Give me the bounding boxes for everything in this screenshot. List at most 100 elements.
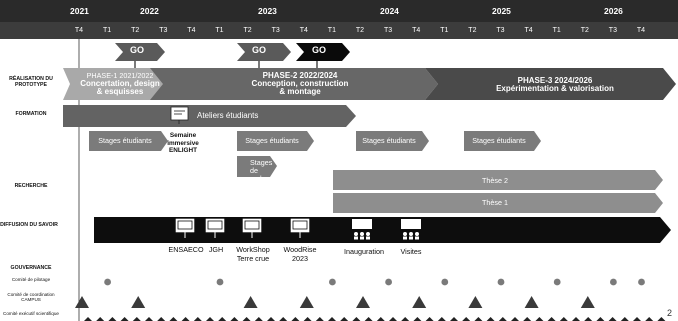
event-visites: Visites bbox=[394, 247, 428, 257]
scientifique-marker bbox=[96, 317, 105, 321]
event-label: JGH bbox=[208, 245, 224, 254]
scientifique-marker bbox=[206, 317, 214, 321]
go-marker bbox=[296, 43, 350, 61]
quarter-label: T3 bbox=[271, 27, 280, 34]
coordination-triangle bbox=[356, 296, 370, 308]
event-jgh: JGH bbox=[203, 245, 229, 255]
go-marker bbox=[115, 43, 165, 61]
event-label: Terre crue bbox=[236, 253, 270, 263]
phase-3-label: PHASE-3 2024/2026 Expérimentation & valo… bbox=[480, 77, 630, 93]
scientifique-marker bbox=[425, 317, 434, 321]
row-label-gouvernance: GOUVERNANCE bbox=[10, 265, 52, 271]
stages-recherche-line: Stages de bbox=[250, 158, 273, 175]
coordination-triangle bbox=[524, 296, 539, 308]
these-1-arrow bbox=[333, 193, 663, 213]
formation-bar bbox=[63, 105, 356, 127]
quarter-label: T3 bbox=[608, 27, 617, 34]
semaine-line: Semaine bbox=[169, 132, 197, 139]
year-label: 2022 bbox=[140, 6, 159, 16]
row-label-realisation: RÉALISATION DU PROTOTYPE bbox=[9, 76, 53, 88]
phase-1-desc2: & esquisses bbox=[96, 87, 144, 96]
phase-3-title: PHASE-3 2024/2026 bbox=[517, 76, 593, 85]
quarter-label: T4 bbox=[412, 27, 421, 34]
pilotage-dot bbox=[216, 278, 224, 286]
quarter-label: T4 bbox=[187, 27, 196, 34]
phase-2-label: PHASE-2 2022/2024 Conception, constructi… bbox=[240, 72, 360, 96]
scientifique-marker bbox=[584, 317, 593, 321]
people-icon-head bbox=[415, 232, 419, 236]
coordination-triangle bbox=[412, 296, 427, 308]
go-marker-label: GO bbox=[311, 45, 326, 55]
scientifique-marker bbox=[145, 317, 153, 321]
scientifique-marker bbox=[303, 317, 312, 321]
quarter-label: T1 bbox=[215, 27, 224, 34]
board-icon bbox=[352, 219, 372, 229]
scientifique-marker bbox=[572, 317, 580, 321]
quarter-label: T4 bbox=[524, 27, 533, 34]
quarter-label: T1 bbox=[552, 27, 561, 34]
phase-2-desc2: & montage bbox=[279, 87, 321, 96]
scientifique-marker bbox=[450, 317, 458, 321]
scientifique-marker bbox=[535, 317, 544, 321]
ateliers-label: Ateliers étudiants bbox=[197, 111, 259, 120]
scientifique-marker bbox=[132, 317, 141, 321]
semaine-line: ENLIGHT bbox=[168, 147, 198, 155]
event-woodrise: WoodRise 2023 bbox=[278, 245, 322, 263]
scientifique-marker bbox=[352, 317, 361, 321]
event-label: Inauguration bbox=[344, 247, 384, 256]
event-label: WoodRise bbox=[283, 245, 317, 254]
quarter-label: T2 bbox=[243, 27, 252, 34]
go-marker-label: GO bbox=[129, 45, 144, 55]
phase-1-title: PHASE-1 2021/2022 bbox=[86, 71, 154, 80]
scientifique-marker bbox=[193, 317, 202, 321]
row-label-scientifique: Comité exécutif scientifique bbox=[3, 311, 59, 316]
scientifique-marker bbox=[267, 317, 275, 321]
stage-arrow bbox=[356, 131, 429, 151]
phase-3-arrow bbox=[425, 68, 676, 100]
these-2-label: Thèse 2 bbox=[482, 176, 508, 185]
scientifique-marker bbox=[376, 317, 385, 321]
phase-2-arrow bbox=[150, 68, 438, 100]
quarter-label: T2 bbox=[131, 27, 140, 34]
scientifique-marker bbox=[413, 317, 422, 321]
coordination-triangle bbox=[468, 296, 483, 308]
board-icon bbox=[401, 219, 421, 229]
stage-label: Stages étudiants bbox=[245, 136, 299, 145]
scientifique-marker bbox=[340, 317, 349, 321]
event-ensaeco: ENSAECO bbox=[163, 245, 209, 255]
scientifique-marker bbox=[389, 317, 397, 321]
scientifique-marker bbox=[242, 317, 251, 321]
people-icon-head bbox=[354, 232, 358, 236]
scientifique-marker bbox=[486, 317, 495, 321]
diffusion-bar bbox=[94, 217, 671, 243]
phase-1-desc: Concertation, design bbox=[80, 79, 160, 88]
coordination-triangle bbox=[299, 296, 314, 308]
people-icon-head bbox=[403, 232, 407, 236]
scientifique-marker bbox=[620, 317, 629, 321]
stage-arrow bbox=[89, 131, 168, 151]
year-label: 2026 bbox=[604, 6, 623, 16]
presentation-icon-frame bbox=[177, 220, 193, 230]
phase-2-desc: Conception, construction bbox=[251, 79, 349, 88]
scientifique-marker bbox=[84, 317, 92, 321]
scientifique-marker bbox=[596, 317, 605, 321]
scientifique-marker bbox=[523, 317, 532, 321]
scientifique-marker bbox=[498, 317, 507, 321]
coordination-triangle bbox=[243, 296, 258, 308]
scientifique-marker bbox=[462, 317, 471, 321]
year-label: 2025 bbox=[492, 6, 511, 16]
scientifique-marker bbox=[291, 317, 300, 321]
pilotage-dot bbox=[329, 278, 336, 286]
quarter-label: T1 bbox=[440, 27, 449, 34]
year-header-bar bbox=[0, 0, 678, 22]
phase-3-desc: Expérimentation & valorisation bbox=[496, 84, 614, 93]
scientifique-marker bbox=[474, 317, 483, 321]
row-label-recherche: RECHERCHE bbox=[14, 183, 48, 189]
scientifique-marker bbox=[108, 317, 117, 321]
go-marker bbox=[237, 43, 291, 61]
people-icon-head bbox=[360, 232, 364, 236]
coordination-triangle bbox=[131, 296, 146, 308]
